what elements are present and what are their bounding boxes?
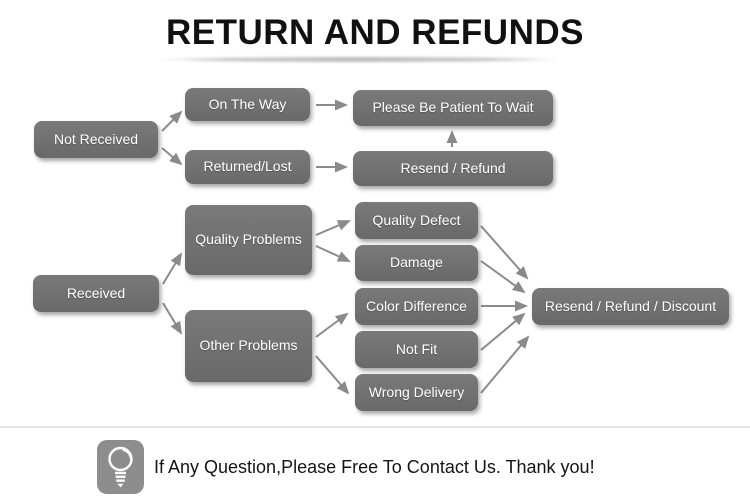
- flow-node-color-difference: Color Difference: [355, 288, 478, 325]
- arrow-quality-problems-to-quality-defect: [315, 220, 351, 236]
- arrow-received-to-other-problems: [162, 302, 183, 335]
- flow-node-received: Received: [33, 275, 159, 312]
- lightbulb-icon: [97, 440, 144, 494]
- flow-node-other-problems: Other Problems: [185, 310, 312, 382]
- footer-divider: [0, 426, 750, 428]
- flow-node-resend-refund-discount: Resend / Refund / Discount: [532, 288, 729, 325]
- arrow-other-problems-to-color-difference: [315, 312, 349, 338]
- arrow-quality-defect-to-discount: [480, 225, 529, 280]
- arrow-not-received-to-returned-lost: [161, 147, 183, 166]
- arrow-quality-problems-to-damage: [315, 245, 351, 262]
- flow-arrows: [161, 99, 530, 395]
- arrow-not-fit-to-discount: [480, 312, 526, 351]
- page-title: RETURN AND REFUNDS: [166, 13, 584, 52]
- contact-note: If Any Question,Please Free To Contact U…: [154, 456, 595, 477]
- flow-node-not-fit: Not Fit: [355, 331, 478, 368]
- flow-node-not-received: Not Received: [34, 121, 158, 158]
- flow-node-quality-defect: Quality Defect: [355, 202, 478, 239]
- lightbulb-glyph: [108, 446, 133, 488]
- arrow-damage-to-discount: [480, 260, 526, 294]
- flow-node-damage: Damage: [355, 245, 478, 281]
- flow-node-returned-lost: Returned/Lost: [185, 150, 310, 184]
- arrow-wrong-delivery-to-discount: [480, 335, 530, 394]
- flow-node-on-the-way: On The Way: [185, 88, 310, 121]
- flow-node-wrong-delivery: Wrong Delivery: [355, 374, 478, 411]
- flow-node-quality-problems: Quality Problems: [185, 205, 312, 275]
- arrow-received-to-quality-problems: [162, 252, 183, 285]
- title-underline-shadow: [153, 57, 565, 62]
- flow-node-resend-refund: Resend / Refund: [353, 151, 553, 186]
- arrow-not-received-to-on-the-way: [161, 110, 183, 132]
- arrow-other-problems-to-wrong-delivery: [315, 355, 350, 395]
- flow-node-please-wait: Please Be Patient To Wait: [353, 90, 553, 126]
